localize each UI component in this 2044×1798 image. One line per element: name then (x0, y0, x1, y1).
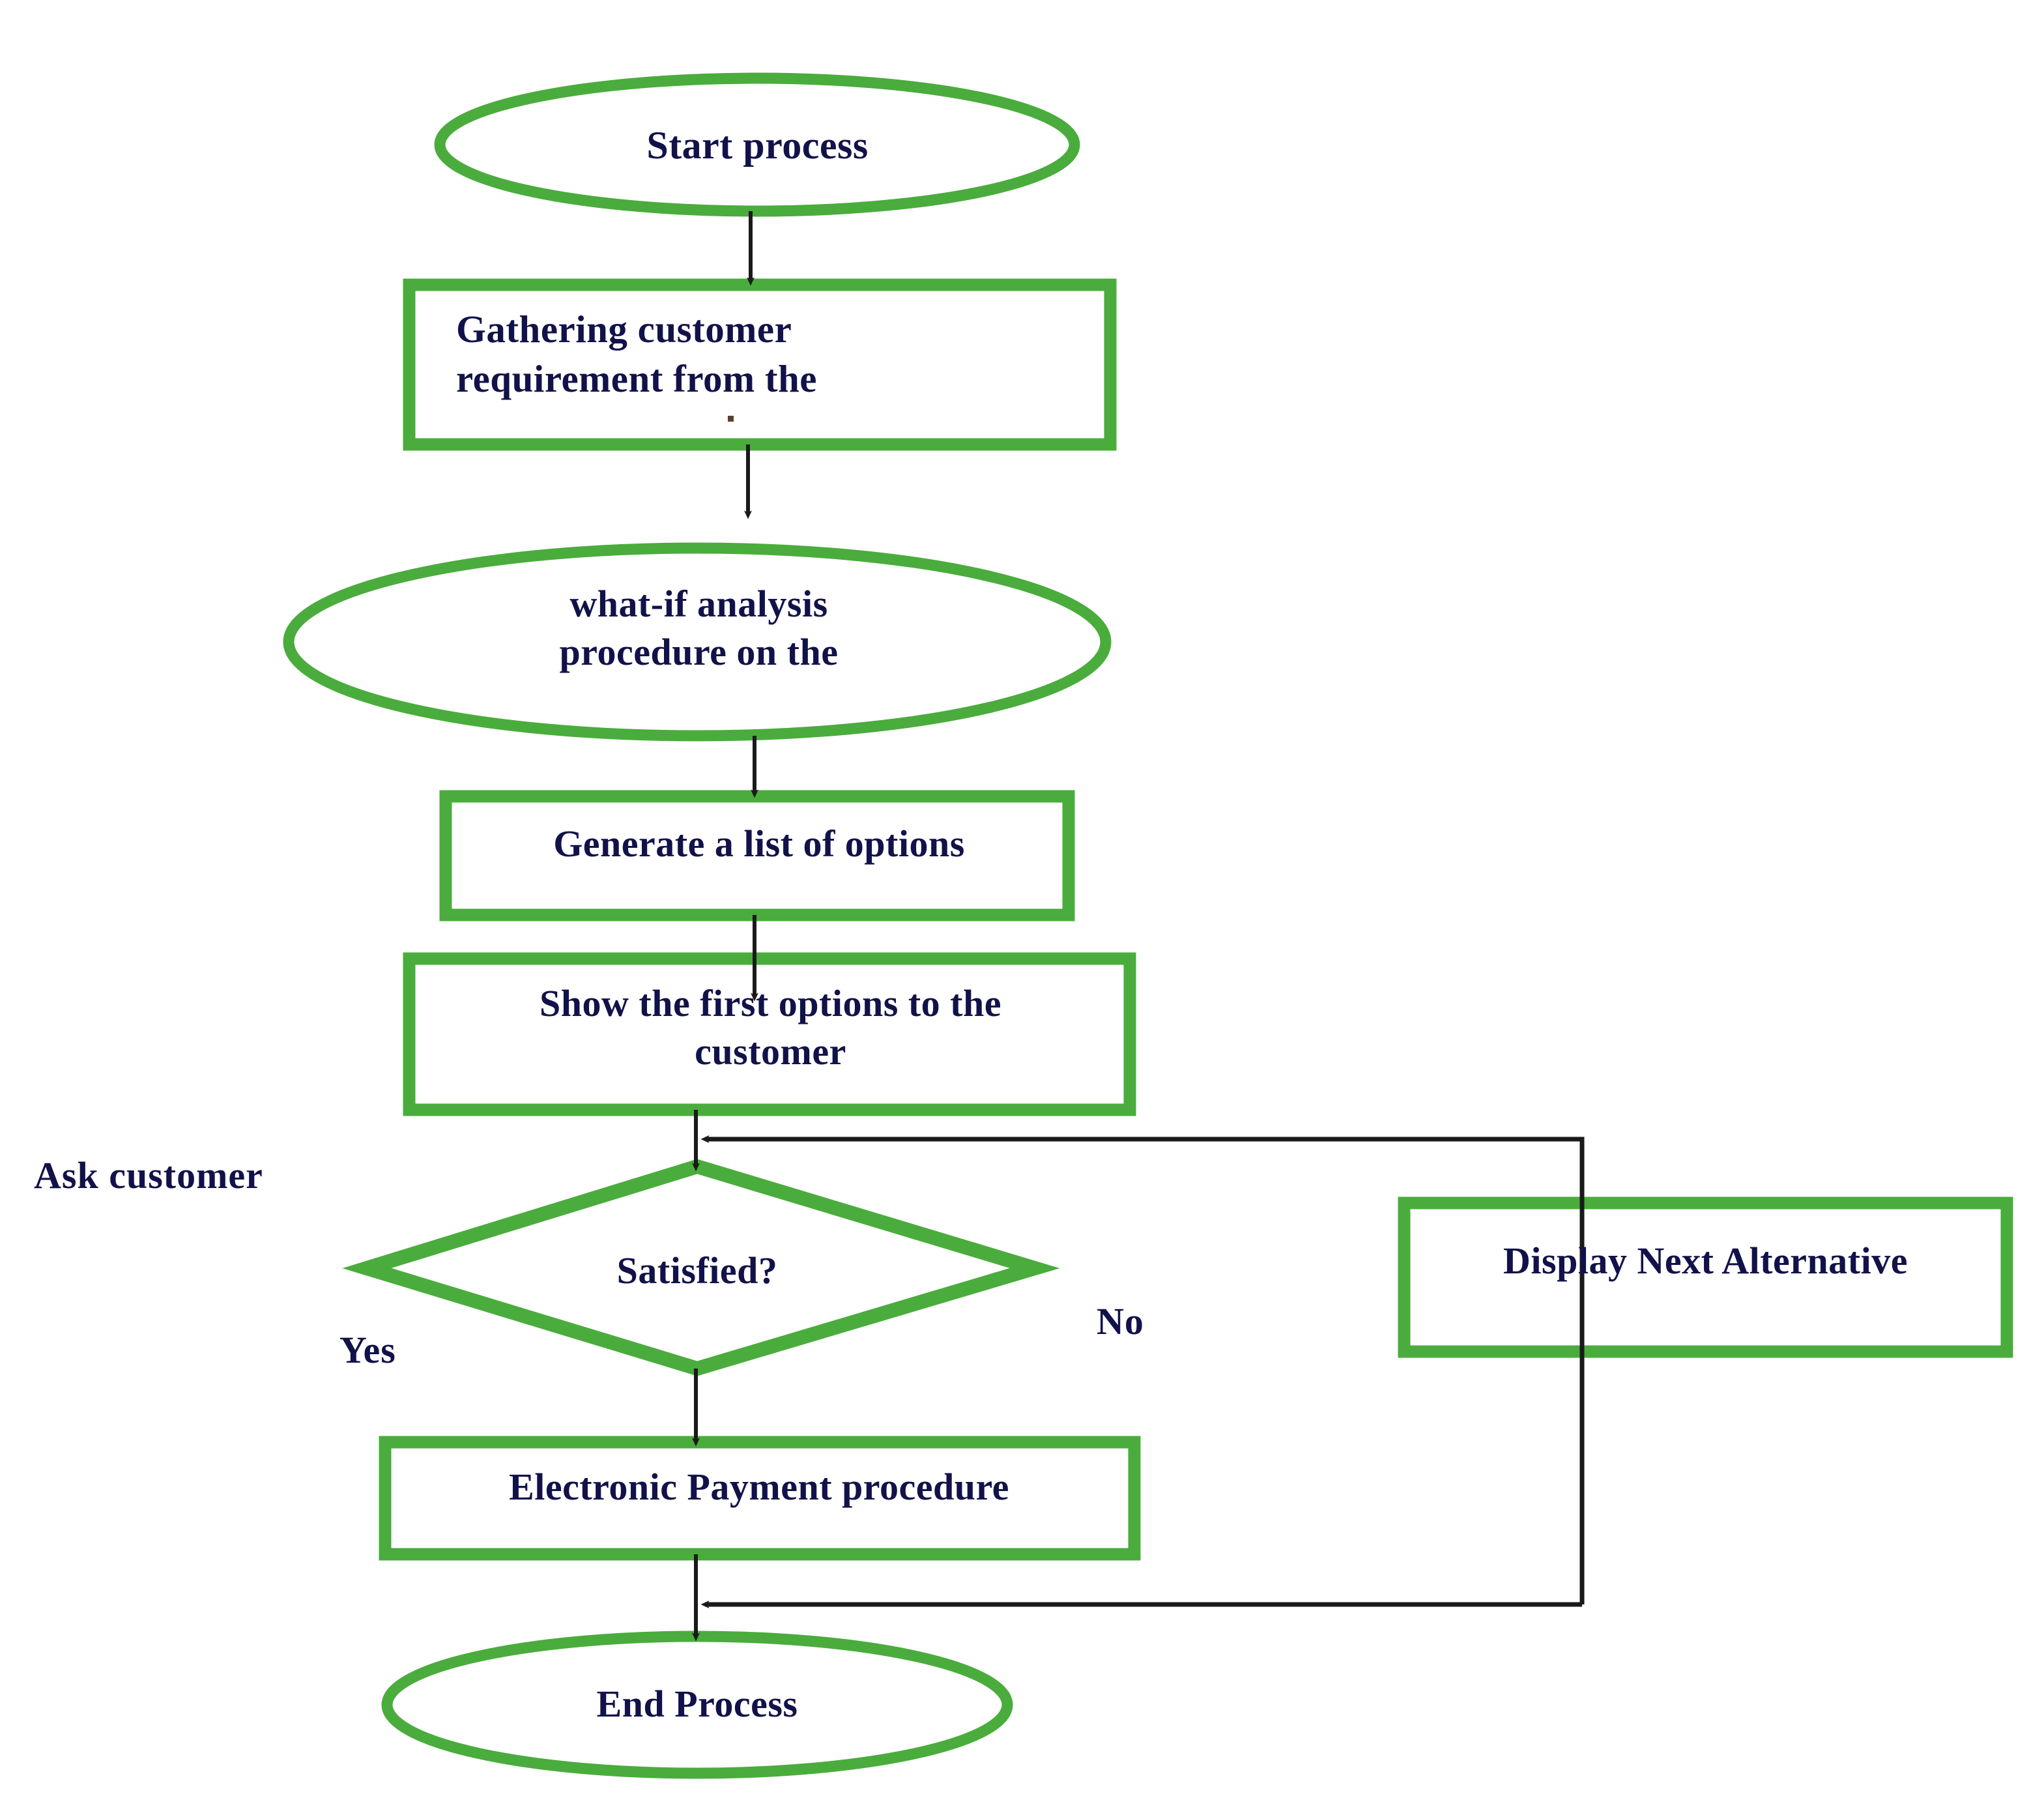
shape-payment-rect (379, 1436, 1141, 1561)
edge-displaynext-to-satisfied (700, 1135, 1585, 1203)
shape-satisfied-diamond (342, 1159, 1060, 1376)
shape-generate-rect (439, 790, 1075, 921)
shape-whatif-ellipse (283, 542, 1112, 742)
edge-label-no: No (1097, 1300, 1144, 1342)
shape-showfirst-rect (403, 952, 1136, 1116)
stray-dot-artifact (728, 416, 734, 422)
edge-label-yes: Yes (339, 1329, 396, 1371)
shape-start-ellipse (434, 72, 1080, 217)
shape-end-ellipse (381, 1631, 1013, 1779)
shape-gather-rect (403, 278, 1117, 451)
shape-displaynext-rect (1398, 1196, 2013, 1358)
edge-label-ask-customer: Ask customer (34, 1154, 263, 1196)
